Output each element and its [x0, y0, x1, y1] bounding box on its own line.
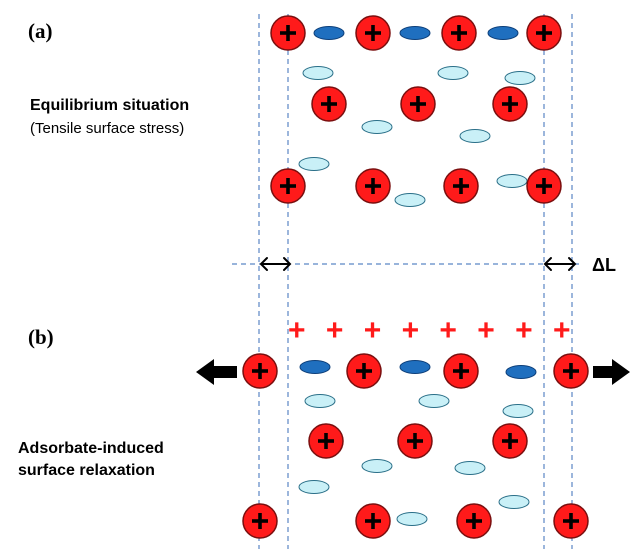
delta-l-arrow-right: [543, 257, 577, 271]
ion-icon: [526, 168, 562, 204]
delta-l-label: ΔL: [592, 255, 616, 275]
adsorbate-light-icon: [394, 193, 426, 207]
adsorbate-light-icon: [304, 394, 336, 408]
adsorbate-light-icon: [502, 404, 534, 418]
ion-icon: [270, 168, 306, 204]
arrow-left-icon: [196, 359, 237, 385]
adsorbate-light-icon: [504, 71, 536, 85]
ion-icon: [242, 353, 278, 389]
ion-icon: [492, 86, 528, 122]
adsorbate-light-icon: [298, 157, 330, 171]
ion-icon: [441, 15, 477, 51]
ion-icon: [355, 15, 391, 51]
ion-icon: [355, 503, 391, 539]
adsorbate-dark-icon: [313, 26, 345, 40]
panel-a-caption-subtitle: (Tensile surface stress): [30, 120, 184, 137]
adsorbate-light-icon: [361, 120, 393, 134]
adsorbate-light-icon: [302, 66, 334, 80]
adsorbate-light-icon: [298, 480, 330, 494]
ion-icon: [443, 353, 479, 389]
panel-b-label: (b): [28, 325, 54, 349]
particles-layer: [242, 15, 589, 539]
ion-icon: [308, 423, 344, 459]
adsorbate-light-icon: [418, 394, 450, 408]
ion-icon: [400, 86, 436, 122]
ion-icon: [492, 423, 528, 459]
ion-icon: [311, 86, 347, 122]
adsorbate-light-icon: [496, 174, 528, 188]
panel-b-caption-subtitle: surface relaxation: [18, 462, 155, 479]
adsorbate-light-icon: [437, 66, 469, 80]
delta-l-arrow-left: [259, 257, 292, 271]
adsorbate-dark-icon: [399, 26, 431, 40]
ion-icon: [355, 168, 391, 204]
adsorbate-dark-icon: [399, 360, 431, 374]
adsorbate-light-icon: [459, 129, 491, 143]
vertical-guide-lines: [258, 14, 573, 549]
ion-icon: [270, 15, 306, 51]
adsorbate-charge-row: + + + + + + + +: [288, 314, 577, 347]
ion-icon: [526, 15, 562, 51]
ion-icon: [553, 503, 589, 539]
adsorbate-light-icon: [498, 495, 530, 509]
ion-icon: [397, 423, 433, 459]
adsorbate-light-icon: [396, 512, 428, 526]
panel-a-label: (a): [28, 19, 53, 43]
adsorbate-light-icon: [454, 461, 486, 475]
adsorbate-dark-icon: [505, 365, 537, 379]
adsorbate-light-icon: [361, 459, 393, 473]
ion-icon: [346, 353, 382, 389]
adsorbate-dark-icon: [299, 360, 331, 374]
ion-icon: [456, 503, 492, 539]
panel-b-caption-title: Adsorbate-induced: [18, 440, 164, 457]
adsorbate-dark-icon: [487, 26, 519, 40]
arrow-right-icon: [593, 359, 630, 385]
ion-icon: [443, 168, 479, 204]
ion-icon: [553, 353, 589, 389]
ion-icon: [242, 503, 278, 539]
panel-a-caption-title: Equilibrium situation: [30, 97, 189, 114]
